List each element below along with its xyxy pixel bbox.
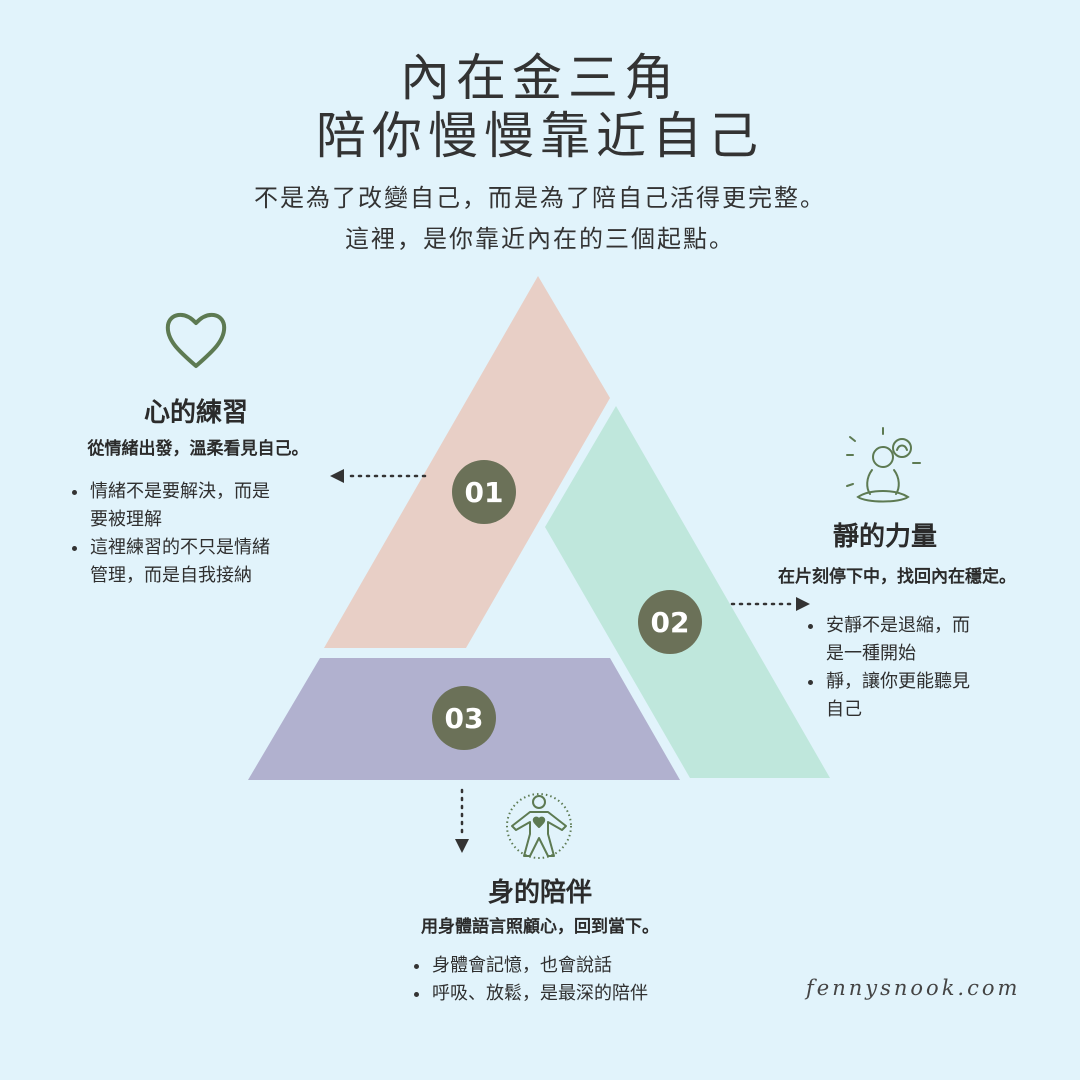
arrow-right: [730, 597, 810, 611]
body-icon: [506, 793, 572, 859]
list-item: 要被理解: [90, 509, 162, 530]
section-body-tagline: 用身體語言照顧心，回到當下。: [421, 917, 659, 937]
page-title-line1: 內在金三角: [400, 49, 680, 107]
section-stillness-title: 靜的力量: [832, 522, 937, 552]
badge-02: 02: [638, 590, 702, 654]
list-item: 情緒不是要解決，而是: [72, 478, 370, 506]
segment-heart: [324, 276, 610, 648]
badge-01: 01: [452, 460, 516, 524]
section-heart-title: 心的練習: [143, 398, 248, 428]
subtitle-line2: 這裡，是你靠近內在的三個起點。: [345, 225, 735, 253]
list-item: 管理，而是自我接納: [90, 565, 252, 586]
list-item: 呼吸、放鬆，是最深的陪伴: [414, 980, 752, 1008]
section-body-points: 身體會記憶，也會說話 呼吸、放鬆，是最深的陪伴: [410, 952, 752, 1008]
meditation-icon: [846, 427, 921, 503]
list-item: 安靜不是退縮，而: [808, 612, 1066, 640]
list-item: 是一種開始: [826, 643, 916, 664]
page-title-line2: 陪你慢慢靠近自己: [316, 107, 764, 165]
arrow-left: [330, 469, 427, 483]
subtitle-line1: 不是為了改變自己，而是為了陪自己活得更完整。: [254, 184, 826, 212]
section-stillness-points: 安靜不是退縮，而 是一種開始 靜，讓你更能聽見 自己: [804, 612, 1066, 724]
section-body-title: 身的陪伴: [487, 878, 592, 908]
list-item: 自己: [826, 699, 862, 720]
list-item: 身體會記憶，也會說話: [414, 952, 752, 980]
list-item: 這裡練習的不只是情緒: [72, 534, 370, 562]
section-heart-points: 情緒不是要解決，而是 要被理解 這裡練習的不只是情緒 管理，而是自我接納: [68, 478, 370, 590]
section-heart-tagline: 從情緒出發，溫柔看見自己。: [87, 439, 309, 459]
badge-03: 03: [432, 686, 496, 750]
segment-stillness: [545, 406, 830, 778]
arrow-down: [455, 788, 469, 853]
section-stillness-tagline: 在片刻停下中，找回內在穩定。: [778, 567, 1016, 587]
list-item: 靜，讓你更能聽見: [808, 668, 1066, 696]
brand-url: fennysnook.com: [806, 976, 1021, 1000]
heart-icon: [165, 313, 227, 368]
